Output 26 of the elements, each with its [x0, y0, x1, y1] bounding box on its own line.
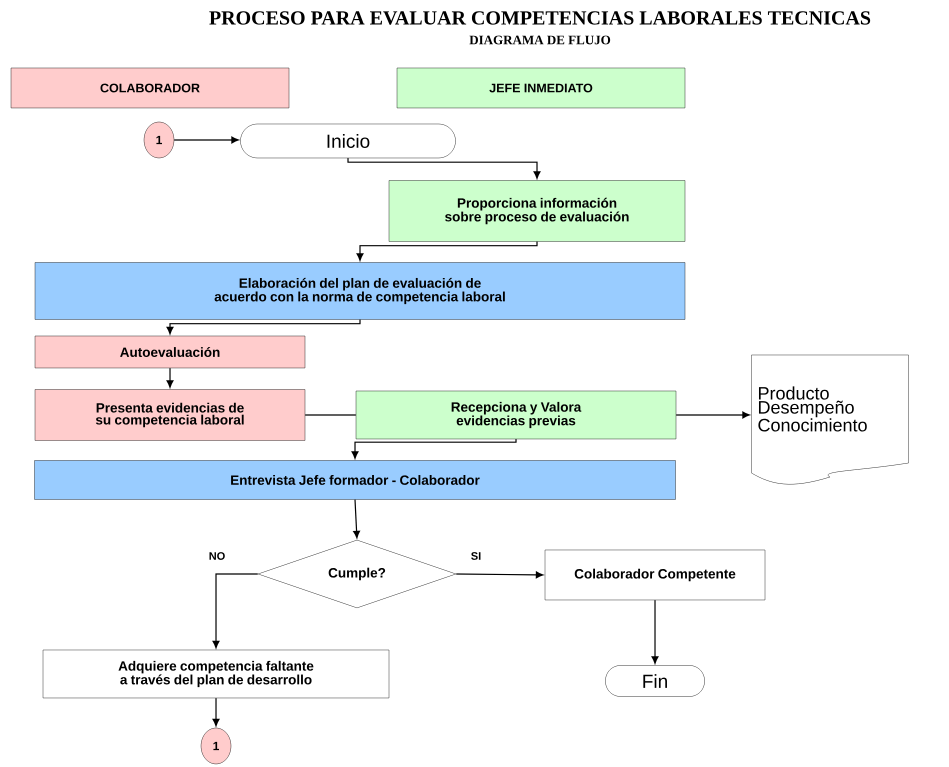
- arrow: [356, 242, 538, 261]
- arrow: [353, 500, 360, 538]
- arrow: [652, 600, 658, 664]
- process-box: Entrevista Jefe formador - Colaborador: [34, 460, 676, 500]
- arrow: [212, 573, 258, 648]
- process-box: Autoevaluación: [34, 336, 306, 368]
- arrow: [352, 439, 517, 459]
- process-box: Adquiere competencia faltante a través del plan de desarrollo: [42, 650, 390, 698]
- arrow: [456, 571, 544, 578]
- title: PROCESO PARA EVALUAR COMPETENCIAS LABORALES TECNICAS: [209, 11, 870, 25]
- edge-label: SI: [470, 551, 482, 561]
- process-box: Recepciona y Valora evidencias previas: [356, 390, 676, 440]
- subtitle: DIAGRAMA DE FLUJO: [469, 36, 610, 44]
- process-box: Colaborador Competente: [544, 550, 766, 600]
- process-box: Presenta evidencias de su competencia laboral: [34, 389, 306, 441]
- arrow: [166, 368, 174, 388]
- process-box: Elaboración del plan de evaluación de acuerdo con la norma de competencia laboral: [34, 262, 686, 320]
- process-box: COLABORADOR: [10, 68, 290, 108]
- arrow: [347, 158, 540, 179]
- process-box: JEFE INMEDIATO: [396, 68, 686, 108]
- arrow: [676, 412, 750, 418]
- arrow: [166, 320, 361, 334]
- arrow: [212, 698, 220, 726]
- process-box: Proporciona información sobre proceso de evaluación: [388, 180, 686, 242]
- arrow: [174, 136, 239, 144]
- edge-label: NO: [208, 551, 226, 561]
